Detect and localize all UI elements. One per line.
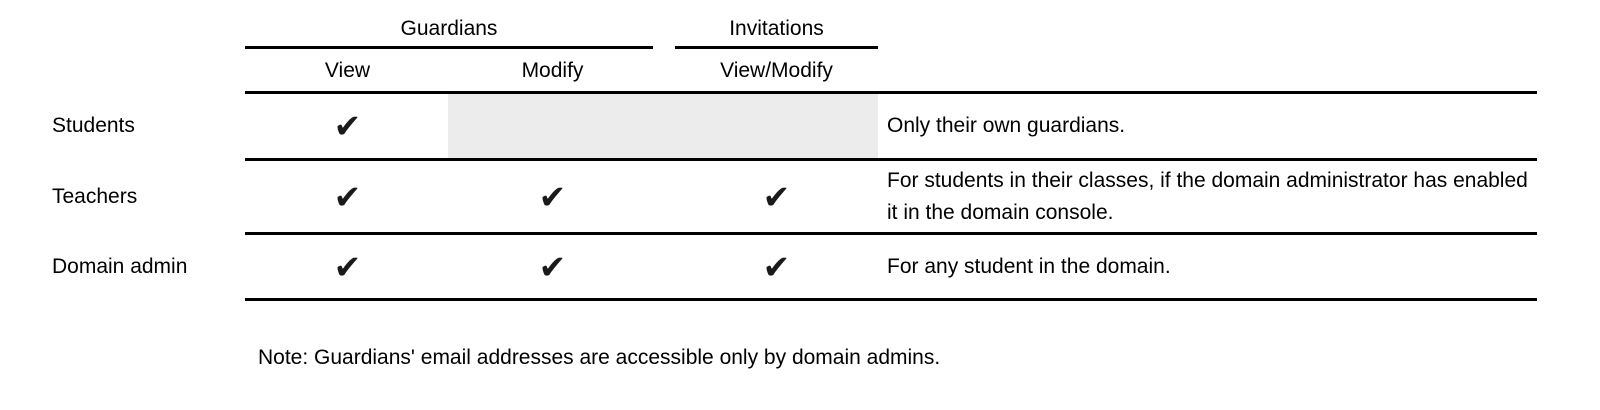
footnote: Note: Guardians' email addresses are acc… [258,346,941,369]
column-header-view: View [324,58,371,82]
row-divider [245,158,1537,161]
row-note-teachers: For students in their classes, if the do… [887,168,1528,224]
row-divider [245,232,1537,235]
row-label-domain-admin: Domain admin [52,254,188,278]
invitations-group-label: Invitations [729,17,824,40]
check-icon: ✔ [538,247,567,286]
table-row-domain-admin: Domain admin ✔ ✔ ✔ For any student in th… [0,235,1600,298]
table-bottom-divider [245,298,1537,301]
check-icon: ✔ [333,177,362,216]
row-note-students: Only their own guardians. [887,114,1126,137]
row-note-domain-admin: For any student in the domain. [887,254,1171,278]
not-applicable-region [448,94,878,158]
column-header-modify: Modify [521,58,584,82]
row-label-students: Students [52,114,135,137]
check-icon: ✔ [762,177,791,216]
column-group-invitations: Invitations [675,11,878,49]
guardians-group-label: Guardians [400,17,498,40]
check-icon: ✔ [538,177,567,216]
column-group-guardians: Guardians [245,11,653,49]
row-label-teachers: Teachers [52,184,138,208]
check-icon: ✔ [333,106,362,146]
table-row-students: Students ✔ Only their own guardians. [0,94,1600,158]
check-icon: ✔ [333,247,362,286]
check-icon: ✔ [762,247,791,286]
table-row-teachers: Teachers ✔ ✔ ✔ For students in their cla… [0,161,1600,232]
column-header-view-modify: View/Modify [720,58,833,82]
header-divider [245,91,1537,94]
